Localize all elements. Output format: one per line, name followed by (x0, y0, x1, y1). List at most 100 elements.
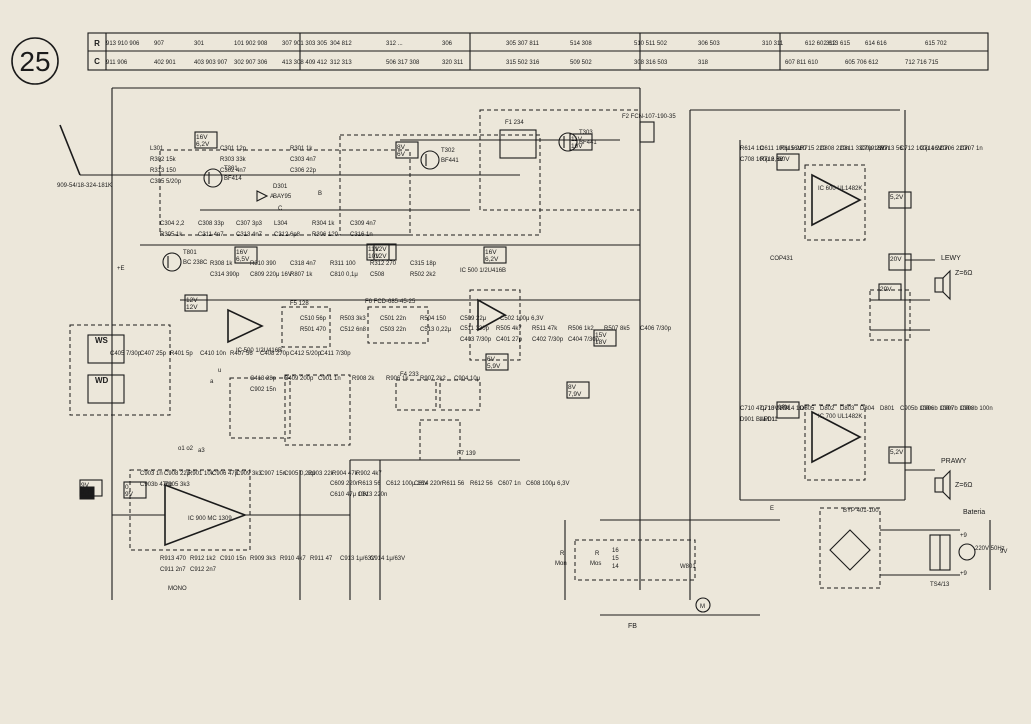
misc-label: a3 (198, 448, 205, 454)
component-label: C808 220n (820, 146, 849, 152)
ref-cell-r: 913 910 906 (106, 41, 140, 47)
component-label: R611 56 (442, 481, 465, 487)
rf-section (140, 109, 641, 246)
component-label: R910 4k7 (280, 556, 306, 562)
voltage-value: 12V (375, 246, 387, 253)
f7-label: F7 139 (457, 451, 476, 457)
component-label: C511 330p (460, 326, 490, 332)
component-label: C318 4n7 (290, 261, 317, 267)
ic500b-amplifier: IC 500 1/2U416B (460, 268, 507, 332)
misc-label: +9 (960, 571, 968, 577)
ref-cell-r-right: 614 616 (865, 41, 887, 47)
ic500a-amplifier: IC 500 1/2U416B (227, 308, 282, 354)
component-label: C708 100μ 6,3V (740, 157, 784, 163)
component-label: R902 4k7 (356, 471, 382, 477)
voltage-value-alt: 8,7V (81, 489, 95, 496)
voltage-tag: 09V (123, 481, 147, 499)
bridge-label: BYP 401-100 (843, 508, 879, 514)
component-label: C614 220n (414, 481, 443, 487)
ref-cell-c: 302 907 306 (234, 60, 268, 66)
voltage-tag: 8V7,9V (566, 381, 590, 399)
transistor-name: T302 (441, 148, 455, 154)
ref-cell-c: 509 502 (570, 60, 592, 66)
component-label: C909 3k3 (236, 471, 262, 477)
component-label: D805 (800, 406, 815, 412)
component-label: C510 56p (300, 316, 327, 322)
audio-coupling (349, 459, 520, 600)
ws-label: WS (95, 336, 109, 345)
transistor-name: T801 (183, 250, 197, 256)
component-label: C903b 470p (140, 482, 173, 488)
component-label: R903 22k (308, 471, 335, 477)
ic600-label: IC 600 UL1482K (818, 186, 862, 192)
component-label: C413 28p (250, 376, 277, 382)
power-supply: BYP 401-100 TS4/13 Bateria 220V 50Hz 9V (819, 507, 1007, 590)
component-label: R502 2k2 (410, 272, 436, 278)
voltage-value: 6V (487, 356, 496, 363)
speaker-left-label: LEWY (941, 255, 961, 262)
voltage-value: 20V (880, 286, 892, 293)
component-label: D801 (880, 406, 895, 412)
component-label: C902 15n (250, 387, 276, 393)
component-label: R308 1k (210, 261, 233, 267)
f6-label: F6 FCD-685-45-25 (365, 299, 416, 305)
f4-label: F4 233 (400, 372, 419, 378)
component-label: D804 (860, 406, 875, 412)
page-number-badge: 25 (11, 37, 59, 85)
component-label: C913 1μ/63V (340, 556, 375, 562)
component-label: R401 5p (170, 351, 193, 357)
component-label: C809 220μ 16V (250, 272, 292, 278)
ref-cell-r-right: 612 602 613 615 (805, 41, 851, 47)
component-label: R906 1k (386, 376, 409, 382)
component-label: R310 390 (250, 261, 277, 267)
voltage-value: 0 (125, 484, 129, 491)
component-label: C905 0,22μ (284, 471, 316, 477)
voltage-tag: 20V (878, 283, 902, 301)
ref-cell-r: 101 902 908 (234, 41, 268, 47)
component-label: R312 270 (370, 261, 397, 267)
voltage-value-alt: 10V (571, 143, 583, 150)
component-label: C905b 100n (900, 406, 933, 412)
filter-f2: F2 FCN-107-190-35 (622, 114, 676, 143)
voltage-value: 16V (236, 249, 248, 256)
ic900-block: IC 900 MC 1309 (112, 469, 350, 600)
component-label: C709 220n (860, 146, 889, 152)
component-label: R612 56 (470, 481, 493, 487)
misc-label: a (210, 379, 214, 385)
voltage-value: 8V (568, 384, 577, 391)
voltage-value: 8V (397, 144, 406, 151)
switch-label: 16 (612, 548, 619, 554)
voltage-value: 5,2V (890, 194, 904, 201)
component-label: R301 1k (290, 146, 313, 152)
misc-label: +9 (960, 533, 968, 539)
ic500a-label: IC 500 1/2U416B (236, 348, 282, 354)
filter-f1: F1 234 (499, 120, 537, 159)
voltage-tag: 6V5,9V (485, 353, 509, 371)
transistor-name: D301 (273, 184, 288, 190)
ref-cell-c: 308 316 503 (634, 60, 668, 66)
component-label: R311 100 (330, 261, 356, 267)
component-label: C810 0,1μ (330, 272, 358, 278)
component-label: R304 1k (312, 221, 335, 227)
component-label: C508 (370, 272, 385, 278)
component-label: C906b 100n (920, 406, 953, 412)
ref-cell-c: 320 311 (442, 60, 464, 66)
voltage-value-alt: 6,2V (196, 141, 210, 148)
ref-cell-r: 312 (826, 41, 837, 47)
voltage-value-alt: 18V (595, 339, 607, 346)
component-label: C304 2,2 (160, 221, 185, 227)
misc-label: B (318, 191, 322, 197)
component-label: C706 220n (940, 146, 969, 152)
misc-label: MONO (168, 586, 187, 592)
voltage-value: 16V (485, 249, 497, 256)
